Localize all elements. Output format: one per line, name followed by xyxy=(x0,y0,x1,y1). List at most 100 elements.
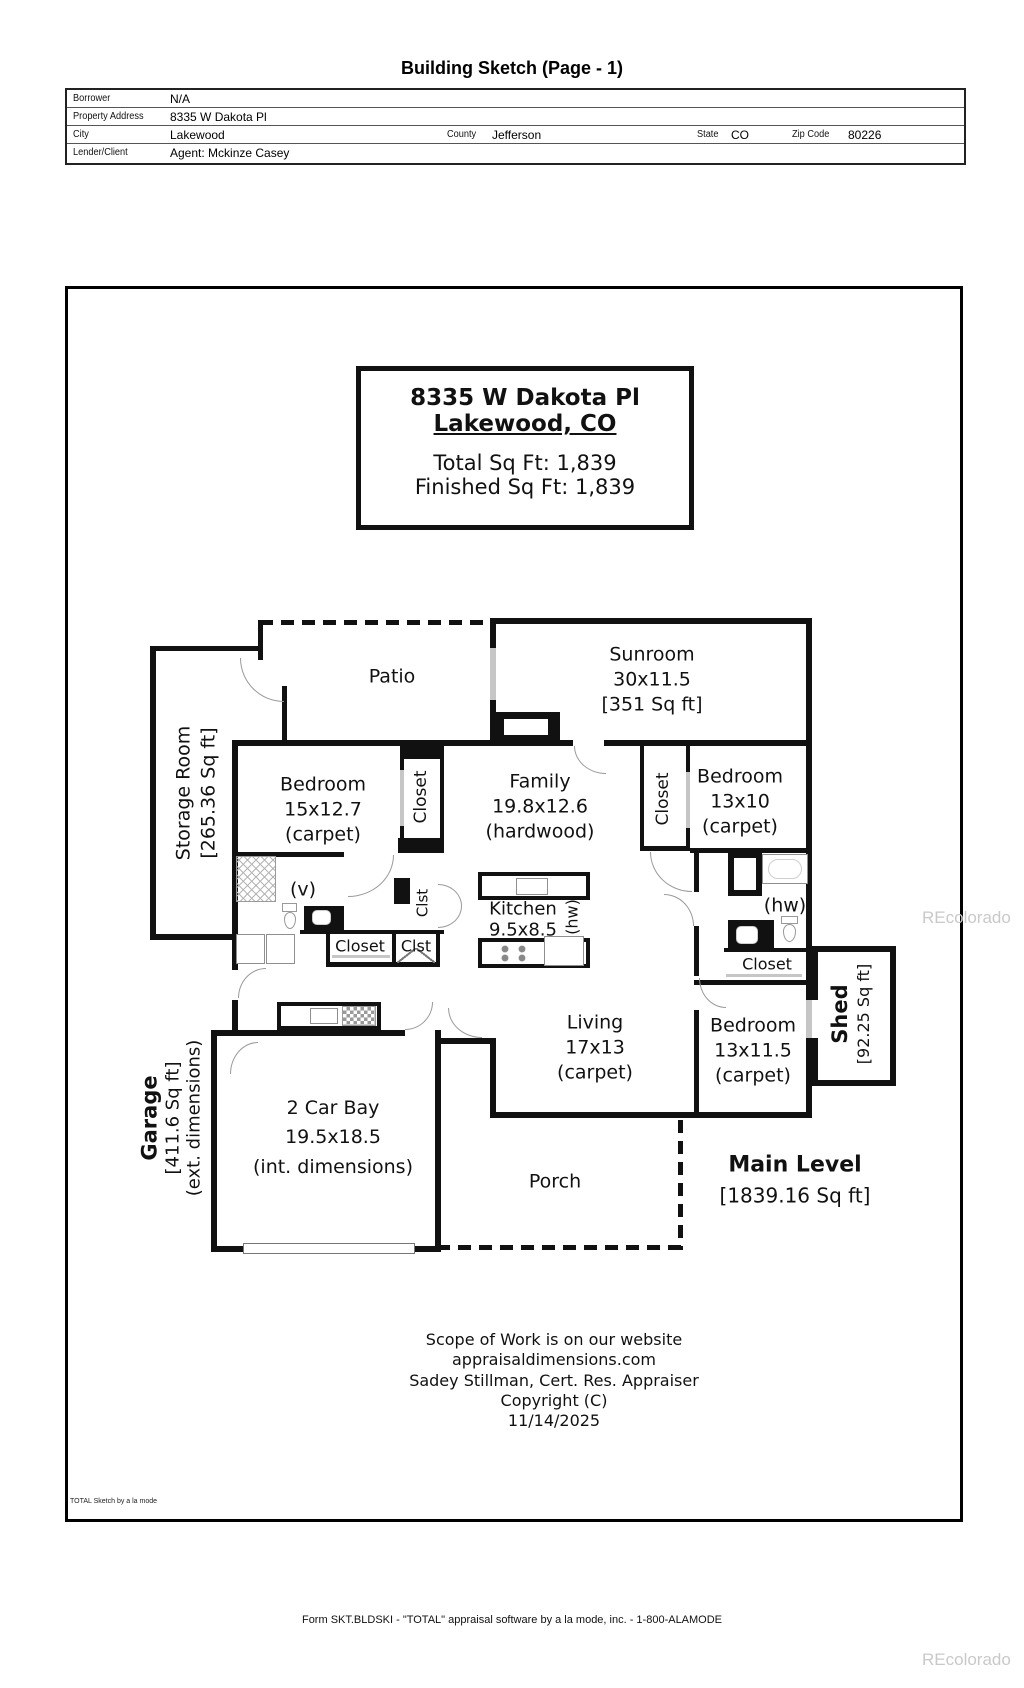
porch-dashed-edge xyxy=(437,1245,683,1250)
closet-wall-block xyxy=(394,878,410,904)
credit-line: Sadey Stillman, Cert. Res. Appraiser xyxy=(409,1370,699,1390)
wall xyxy=(812,946,818,1000)
wall xyxy=(150,646,263,651)
wall xyxy=(232,942,238,970)
appraiser-credits: Scope of Work is on our website appraisa… xyxy=(409,1330,699,1432)
sketch-border-box xyxy=(65,286,963,1522)
patio-dashed-edge xyxy=(260,620,493,625)
room-label-bedroom1: Bedroom 15x12.7 (carpet) xyxy=(280,772,366,847)
wall xyxy=(211,1030,405,1036)
room-area: [92.25 Sq ft] xyxy=(854,963,874,1065)
porch-dashed-edge xyxy=(678,1120,683,1250)
address-summary-box: 8335 W Dakota Pl Lakewood, CO Total Sq F… xyxy=(356,366,694,530)
closet-wall-block xyxy=(398,838,444,853)
sketch-tool-note: TOTAL Sketch by a la mode xyxy=(70,1498,158,1505)
toilet-tank-icon xyxy=(781,916,798,924)
bath-label-v: (v) xyxy=(289,878,317,901)
closet-rod-marker xyxy=(726,974,802,977)
wall xyxy=(812,1080,896,1086)
room-name: Kitchen xyxy=(489,898,557,920)
room-area: [265.36 Sq ft] xyxy=(197,727,219,859)
room-dims: 13x10 xyxy=(710,790,770,813)
room-name: Bedroom xyxy=(710,1014,796,1037)
wall xyxy=(326,962,440,967)
room-label-garage: Garage [411.6 Sq ft] (ext. dimensions) xyxy=(137,1040,206,1197)
closet-label: Closet xyxy=(652,772,673,826)
stove-icon xyxy=(342,1006,376,1026)
watermark: REcolorado xyxy=(922,908,1011,927)
city-value: Lakewood xyxy=(170,128,225,142)
window-marker xyxy=(490,648,496,700)
closet-label: Closet xyxy=(742,954,792,974)
state-value: CO xyxy=(731,128,749,142)
microwave-icon xyxy=(516,878,548,895)
credit-line: Scope of Work is on our website xyxy=(425,1330,683,1349)
wall xyxy=(300,930,444,934)
room-dims: 13x11.5 xyxy=(714,1039,792,1062)
room-name: 2 Car Bay xyxy=(286,1096,380,1119)
summary-address-line: 8335 W Dakota Pl xyxy=(410,385,640,411)
wall xyxy=(490,618,812,624)
room-label-bedroom3: Bedroom 13x11.5 (carpet) xyxy=(710,1013,796,1088)
form-footer: Form SKT.BLDSKI - "TOTAL" appraisal soft… xyxy=(301,1614,723,1626)
wall xyxy=(435,1030,441,1252)
closet-door-marker xyxy=(400,770,404,826)
wall xyxy=(640,746,644,850)
wall xyxy=(694,926,699,976)
wall xyxy=(282,686,287,742)
wall xyxy=(694,980,812,985)
room-floor: (carpet) xyxy=(285,823,361,846)
table-row-borrower: Borrower N/A xyxy=(67,90,964,108)
wall xyxy=(150,646,156,940)
bathtub-inner xyxy=(768,859,802,879)
room-note: (int. dimensions) xyxy=(253,1155,413,1178)
room-area: [351 Sq ft] xyxy=(601,693,703,716)
dryer-icon xyxy=(266,934,295,964)
room-name: Storage Room xyxy=(172,725,195,861)
property-address-value: 8335 W Dakota Pl xyxy=(170,110,267,124)
closet-label: Closet xyxy=(335,936,385,956)
credit-line: appraisaldimensions.com xyxy=(451,1350,656,1370)
room-dims: 15x12.7 xyxy=(284,798,362,821)
room-floor: (carpet) xyxy=(557,1061,633,1084)
room-dims: 19.8x12.6 xyxy=(492,795,588,818)
room-label-family: Family 19.8x12.6 (hardwood) xyxy=(486,769,595,844)
room-name: Shed xyxy=(827,984,852,1044)
city-label: City xyxy=(73,129,89,140)
bifold-door-icon xyxy=(397,948,435,963)
room-label-kitchen: Kitchen 9.5x8.5 xyxy=(489,899,557,940)
room-dims: 17x13 xyxy=(565,1036,625,1059)
wall xyxy=(724,948,812,952)
summary-finished-sqft: Finished Sq Ft: 1,839 xyxy=(414,475,636,499)
cabinet-inner xyxy=(734,858,756,890)
dishwasher-icon xyxy=(544,936,584,966)
utility-sink-icon xyxy=(310,1008,338,1024)
room-name: Bedroom xyxy=(280,773,366,796)
wall xyxy=(890,946,896,1086)
clst-label: Clst xyxy=(413,888,432,918)
wall xyxy=(150,934,240,940)
room-label-shed: Shed [92.25 Sq ft] xyxy=(827,964,875,1064)
room-label-bedroom2: Bedroom 13x10 (carpet) xyxy=(697,764,783,839)
toilet-bowl-icon xyxy=(783,924,796,942)
shed-door-marker xyxy=(806,1000,812,1038)
wall xyxy=(490,1038,496,1118)
wall xyxy=(258,620,263,660)
table-row-address: Property Address 8335 W Dakota Pl xyxy=(67,108,964,126)
wall xyxy=(694,1010,699,1114)
table-row-lender: Lender/Client Agent: Mckinze Casey xyxy=(67,144,964,162)
lender-value: Agent: Mckinze Casey xyxy=(170,146,290,160)
sink-icon xyxy=(736,926,758,944)
room-dims: 9.5x8.5 xyxy=(489,919,557,940)
room-label-sunroom: Sunroom 30x11.5 [351 Sq ft] xyxy=(601,642,702,717)
table-row-city: City Lakewood County Jefferson State CO … xyxy=(67,126,964,144)
wall xyxy=(806,618,812,1000)
wall xyxy=(232,740,238,942)
room-label-porch: Porch xyxy=(528,1170,582,1193)
range-burners-icon xyxy=(496,943,532,964)
borrower-value: N/A xyxy=(170,92,191,106)
wall xyxy=(812,1038,818,1086)
room-floor: (hardwood) xyxy=(485,820,595,843)
level-name: Main Level xyxy=(728,1152,862,1178)
